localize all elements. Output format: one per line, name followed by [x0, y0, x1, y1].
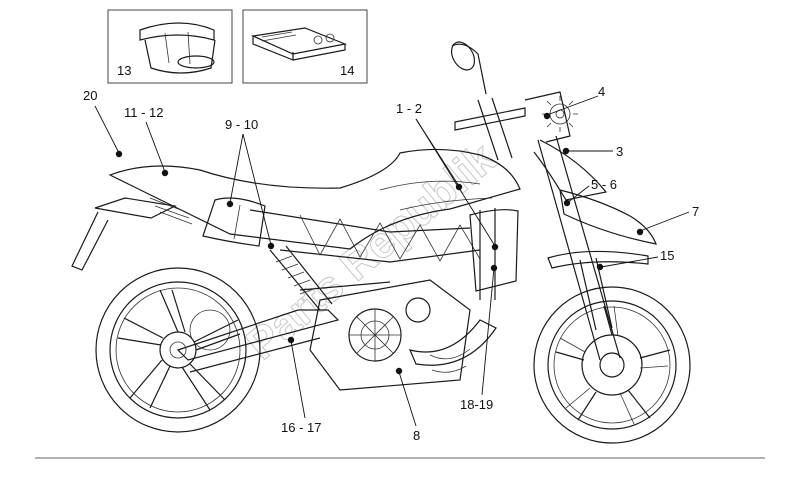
callout-15[interactable]: 15: [596, 248, 675, 271]
callout-7-label: 7: [692, 204, 699, 219]
mirror: [450, 41, 476, 71]
exhaust: [408, 319, 497, 366]
watermark-text: Parts Republik: [237, 133, 505, 369]
rear-wheel: [95, 267, 261, 433]
engine: [309, 279, 471, 391]
toolkit-pouch-icon: [139, 22, 216, 74]
callout-16-17[interactable]: 16 - 17: [281, 336, 321, 435]
callout-5-6-label: 5 - 6: [591, 177, 617, 192]
callout-9-10-label: 9 - 10: [225, 117, 258, 132]
callout-18-19-label: 18-19: [460, 397, 493, 412]
callout-8[interactable]: 8: [395, 367, 420, 443]
trellis-frame: [249, 208, 519, 300]
toolkit-label: 13: [117, 63, 131, 78]
callout-1-2-label: 1 - 2: [396, 101, 422, 116]
callout-20-label: 20: [83, 88, 97, 103]
callout-8-label: 8: [413, 428, 420, 443]
callout-20[interactable]: 20: [83, 88, 123, 158]
watermark: Parts Republik: [237, 133, 506, 370]
front-fork: [537, 135, 649, 361]
toolkit-box[interactable]: 13: [107, 9, 233, 84]
side-panel: [202, 197, 266, 247]
callout-3[interactable]: 3: [562, 144, 623, 159]
manual-box[interactable]: 14: [242, 9, 368, 84]
callout-11-12-label: 11 - 12: [124, 105, 164, 120]
handlebar: [451, 43, 657, 245]
motorcycle-illustration: [71, 41, 691, 444]
callout-4-label: 4: [598, 84, 605, 99]
callout-4[interactable]: 4: [543, 84, 605, 120]
callout-15-label: 15: [660, 248, 674, 263]
owner-manual-icon: [250, 27, 348, 61]
front-wheel: [533, 286, 691, 444]
callout-3-label: 3: [616, 144, 623, 159]
callout-9-10[interactable]: 9 - 10: [225, 117, 275, 250]
callout-18-19[interactable]: 18-19: [460, 264, 498, 412]
callout-11-12[interactable]: 11 - 12: [124, 105, 169, 177]
manual-label: 14: [340, 63, 354, 78]
callout-5-6[interactable]: 5 - 6: [563, 177, 617, 207]
callout-16-17-label: 16 - 17: [281, 420, 321, 435]
fuel-tank-and-seat: [71, 148, 521, 271]
callout-7[interactable]: 7: [636, 204, 699, 236]
callout-1-2[interactable]: 1 - 2: [396, 101, 499, 251]
rear-suspension: [176, 245, 340, 373]
callouts: 20 11 - 12 9 - 10 1 - 2 4: [83, 84, 699, 443]
